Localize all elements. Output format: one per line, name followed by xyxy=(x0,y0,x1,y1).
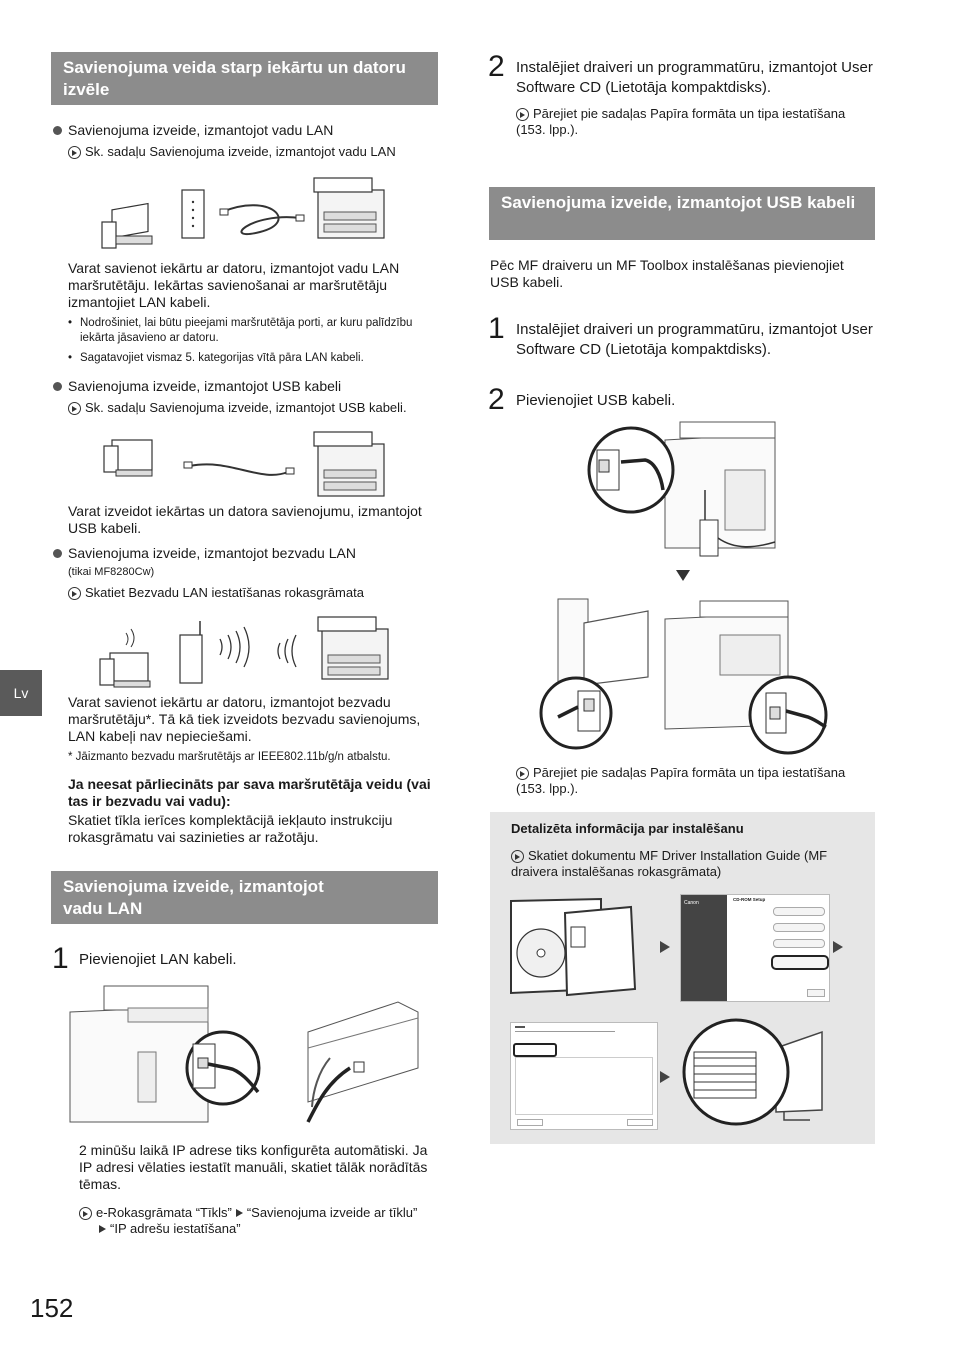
installer-list-area xyxy=(515,1057,653,1115)
canon-logo: Canon xyxy=(684,900,699,906)
ref-paper-settings[interactable]: Pārejiet pie sadaļas Papīra formāta un t… xyxy=(516,765,871,797)
ref-e-manual[interactable]: e-Rokasgrāmata “Tīkls” “Savienojuma izvei… xyxy=(79,1205,444,1237)
usb-intro: Pēc MF draiveru un MF Toolbox instalēšan… xyxy=(490,257,844,290)
router-unsure-text: Skatiet tīkla ierīces komplektācijā iekļ… xyxy=(68,812,393,845)
step-text: Pievienojiet LAN kabeli. xyxy=(79,951,237,968)
router-unsure-heading: Ja neesat pārliecināts par sava maršrutē… xyxy=(68,776,431,809)
wireless-description: Varat savienot iekārtu ar datoru, izmant… xyxy=(68,694,421,744)
monitor-zoom-illustration xyxy=(682,1018,823,1126)
wired-lan-illustration xyxy=(101,177,385,249)
bullet-usb: Savienojuma izveide, izmantojot USB kabe… xyxy=(68,378,342,394)
bullet-dot xyxy=(53,382,62,391)
wired-lan-description: Varat savienot iekārtu ar datoru, izmant… xyxy=(68,260,400,310)
wireless-footnote: * Jāizmanto bezvadu maršrutētājs ar IEEE… xyxy=(68,751,391,763)
arrow-ref-icon xyxy=(516,108,529,121)
arrow-ref-icon xyxy=(68,587,81,600)
step-number: 1 xyxy=(488,312,505,345)
step-number: 1 xyxy=(52,942,69,975)
ref-paper-settings[interactable]: Pārejiet pie sadaļas Papīra formāta un t… xyxy=(516,106,871,138)
step-number: 2 xyxy=(488,50,505,83)
usb-description: Varat izveidot iekārtas un datora savien… xyxy=(68,503,422,536)
arrow-ref-icon xyxy=(516,767,529,780)
bullet-dot xyxy=(53,126,62,135)
cd-rom-setup-screen: Canon CD-ROM Setup xyxy=(680,894,830,1002)
info-box-title: Detalizēta informācija par instalēšanu xyxy=(511,821,744,836)
ref-text: Sk. sadaļu Savienojuma izveide, izmantoj… xyxy=(85,144,396,159)
installer-next-button[interactable] xyxy=(627,1119,653,1126)
installer-line xyxy=(515,1026,525,1028)
cd-insert-illustration xyxy=(510,897,637,997)
arrow-ref-icon xyxy=(79,1207,92,1220)
ref-text: e-Rokasgrāmata “Tīkls” xyxy=(96,1205,232,1220)
arrow-ref-icon xyxy=(68,402,81,415)
section-heading-usb: Savienojuma izveide, izmantojot USB kabe… xyxy=(489,187,875,240)
next-arrow-icon xyxy=(660,1071,670,1083)
section-heading-wired-lan: Savienojuma izveide, izmantojot vadu LAN xyxy=(51,871,438,924)
setup-screen-sidebar: Canon xyxy=(681,895,727,1001)
down-arrow-icon xyxy=(676,570,690,581)
ref-wireless-lan[interactable]: Skatiet Bezvadu LAN iestatīšanas rokasgr… xyxy=(68,585,364,601)
ref-wired-lan[interactable]: Sk. sadaļu Savienojuma izveide, izmantoj… xyxy=(68,144,396,160)
setup-option-button[interactable] xyxy=(773,923,825,932)
ref-text: Pārejiet pie sadaļas Papīra formāta un t… xyxy=(516,765,846,796)
ip-auto-config-text: 2 minūšu laikā IP adrese tiks konfigurēt… xyxy=(79,1142,428,1192)
next-arrow-icon xyxy=(833,941,843,953)
ref-text: Skatiet Bezvadu LAN iestatīšanas rokasgr… xyxy=(85,585,364,600)
note-router-ports: • Nodrošiniet, lai būtu pieejami maršrut… xyxy=(68,317,413,344)
step-text: Pievienojiet USB kabeli. xyxy=(516,392,676,409)
installer-screen xyxy=(510,1022,658,1130)
language-tab: Lv xyxy=(0,670,42,716)
lan-cable-connection-illustration xyxy=(69,985,419,1123)
ref-driver-install-guide[interactable]: Skatiet dokumentu MF Driver Installation… xyxy=(511,848,851,880)
ref-text: Pārejiet pie sadaļas Papīra formāta un t… xyxy=(516,106,846,137)
installer-line xyxy=(515,1031,615,1032)
ref-text: “Savienojuma izveide ar tīklu” xyxy=(246,1205,418,1220)
next-arrow-icon xyxy=(660,941,670,953)
breadcrumb-arrow-icon xyxy=(99,1225,106,1233)
breadcrumb-arrow-icon xyxy=(235,1209,243,1217)
usb-printer-port-illustration xyxy=(587,421,776,557)
installer-option-highlight[interactable] xyxy=(513,1043,557,1057)
ref-text: Skatiet dokumentu MF Driver Installation… xyxy=(511,848,828,879)
ref-text: “IP adrešu iestatīšana” xyxy=(110,1221,241,1236)
usb-illustration xyxy=(103,431,385,497)
step-text: Instalējiet draiveri un programmatūru, i… xyxy=(516,321,873,358)
arrow-ref-icon xyxy=(511,850,524,863)
section-heading-connection-type: Savienojuma veida starp iekārtu un dator… xyxy=(51,52,438,105)
wireless-model-note: (tikai MF8280Cw) xyxy=(68,566,155,578)
bullet-dot xyxy=(53,549,62,558)
setup-option-button[interactable] xyxy=(773,939,825,948)
page-number: 152 xyxy=(30,1293,74,1323)
installer-back-button[interactable] xyxy=(517,1119,543,1126)
arrow-ref-icon xyxy=(68,146,81,159)
setup-exit-button[interactable] xyxy=(807,989,825,997)
ref-text: Sk. sadaļu Savienojuma izveide, izmantoj… xyxy=(85,400,407,415)
ref-usb[interactable]: Sk. sadaļu Savienojuma izveide, izmantoj… xyxy=(68,400,407,416)
bullet-wireless-lan: Savienojuma izveide, izmantojot bezvadu … xyxy=(68,545,356,561)
note-cable-category: • Sagatavojiet vismaz 5. kategorijas vīt… xyxy=(68,352,364,364)
step-text: Instalējiet draiveri un programmatūru, i… xyxy=(516,59,873,96)
setup-screen-title: CD-ROM Setup xyxy=(733,897,766,902)
setup-option-button-highlight[interactable] xyxy=(771,955,829,970)
wireless-lan-illustration xyxy=(99,616,389,688)
setup-option-button[interactable] xyxy=(773,907,825,916)
bullet-wired-lan: Savienojuma izveide, izmantojot vadu LAN xyxy=(68,122,334,138)
step-number: 2 xyxy=(488,383,505,416)
usb-computer-printer-illustration xyxy=(539,598,828,755)
